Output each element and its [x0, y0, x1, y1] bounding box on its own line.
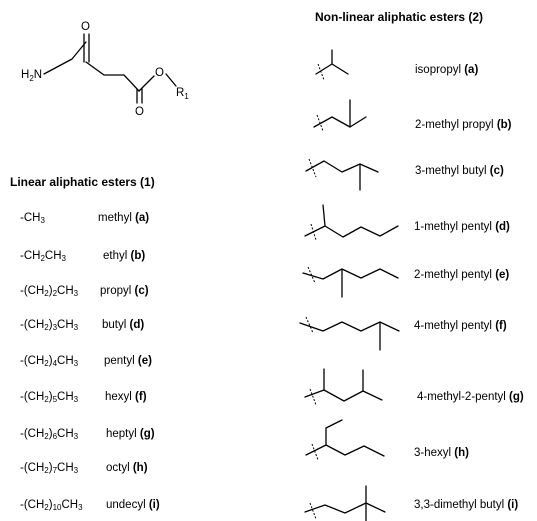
nonlinear-ester-code: (d)	[495, 221, 510, 233]
nonlinear-ester-code: (h)	[454, 447, 469, 459]
linear-ester-formula: -(CH2)6CH3	[20, 428, 79, 441]
amine-label: H2N	[21, 69, 42, 83]
linear-ester-name: octyl (h)	[106, 462, 148, 474]
nonlinear-ester-name: isopropyl	[415, 64, 465, 76]
nonlinear-ester-name: 3,3-dimethyl butyl	[414, 499, 508, 511]
ester-r-bond	[165, 73, 177, 87]
linear-ester-code: (f)	[135, 391, 147, 403]
structure-4-methyl-2-pentyl	[304, 368, 383, 406]
nonlinear-ester-label: 1-methyl pentyl (d)	[414, 221, 510, 233]
linear-ester-row: -(CH2)7CH3 octyl (h)	[20, 462, 148, 475]
linear-ester-name-text: undecyl	[106, 499, 149, 511]
linear-ester-code: (h)	[132, 462, 148, 474]
structure-4-methyl-pentyl	[299, 316, 400, 351]
structure-1-methyl-pentyl	[304, 204, 399, 241]
linear-ester-name: ethyl (b)	[103, 250, 145, 262]
linear-ester-name: butyl (d)	[102, 319, 144, 331]
nonlinear-ester-label: 3-hexyl (h)	[414, 447, 469, 459]
linear-ester-name-text: hexyl	[105, 391, 136, 403]
linear-ester-name-text: octyl	[106, 462, 133, 474]
nonlinear-ester-label: 2-methyl propyl (b)	[415, 119, 512, 131]
linear-ester-name-text: ethyl	[103, 250, 131, 262]
ketone-oxygen: O	[81, 21, 90, 33]
linear-ester-row: -(CH2)5CH3 hexyl (f)	[20, 391, 147, 404]
linear-ester-formula: -(CH2)5CH3	[20, 391, 79, 404]
linear-ester-row: -(CH2)4CH3 pentyl (e)	[20, 355, 152, 368]
linear-ester-name-text: heptyl	[106, 428, 140, 440]
linear-ester-formula: -(CH2)2CH3	[20, 285, 79, 298]
nonlinear-ester-code: (b)	[496, 119, 512, 131]
linear-ester-row: -CH2CH3 ethyl (b)	[20, 250, 145, 263]
linear-ester-formula: -(CH2)7CH3	[20, 462, 79, 475]
linear-ester-formula: -(CH2)3CH3	[20, 319, 79, 332]
ester-oxygen: O	[155, 67, 164, 79]
linear-ester-name-text: butyl	[102, 319, 130, 331]
nonlinear-ester-name: 3-methyl butyl	[415, 165, 490, 177]
nonlinear-ester-label: 2-methyl pentyl (e)	[414, 269, 509, 281]
structure-isopropyl	[315, 49, 349, 81]
nonlinear-ester-label: 3-methyl butyl (c)	[415, 165, 504, 177]
linear-ester-code: (i)	[148, 499, 160, 511]
nonlinear-ester-code: (e)	[495, 269, 510, 281]
nonlinear-ester-label: 4-methyl pentyl (f)	[414, 320, 507, 332]
ester-carbonyl-oxygen: O	[135, 106, 144, 118]
linear-ester-name: methyl (a)	[98, 212, 149, 224]
r-group-label: R1	[176, 87, 189, 101]
linear-ester-name: propyl (c)	[100, 285, 149, 297]
nonlinear-ester-name: 4-methyl pentyl	[414, 320, 496, 332]
nonlinear-ester-label: 4-methyl-2-pentyl (g)	[417, 391, 524, 403]
structure-2-methyl-pentyl	[302, 266, 399, 298]
linear-ester-name: heptyl (g)	[106, 428, 155, 440]
linear-ester-name-text: propyl	[100, 285, 135, 297]
nonlinear-ester-code: (c)	[489, 165, 504, 177]
linear-ester-formula: -CH2CH3	[20, 250, 66, 263]
chain-bond-1	[43, 41, 87, 75]
linear-ester-formula: -(CH2)10CH3	[20, 499, 83, 512]
nonlinear-ester-name: 3-hexyl	[414, 447, 455, 459]
nonlinear-ester-label: 3,3-dimethyl butyl (i)	[414, 499, 518, 511]
nonlinear-ester-code: (f)	[495, 320, 507, 332]
nonlinear-ester-label: isopropyl (a)	[415, 64, 478, 76]
ester-o-bond	[138, 75, 155, 92]
linear-ester-name: hexyl (f)	[105, 391, 147, 403]
linear-ester-code: (a)	[135, 212, 150, 224]
nonlinear-ester-name: 4-methyl-2-pentyl	[417, 391, 510, 403]
linear-ester-name-text: pentyl	[104, 355, 138, 367]
chain-bond-2	[85, 61, 140, 92]
linear-ester-formula: -CH3	[20, 212, 45, 225]
nonlinear-ester-code: (i)	[507, 499, 519, 511]
linear-esters-header: Linear aliphatic esters (1)	[10, 175, 155, 189]
linear-ester-name-text: methyl	[98, 212, 136, 224]
linear-ester-name: undecyl (i)	[106, 499, 160, 511]
structure-2-methyl-propyl	[313, 99, 367, 132]
nonlinear-ester-name: 2-methyl propyl	[415, 119, 497, 131]
linear-ester-row: -(CH2)3CH3 butyl (d)	[20, 319, 144, 332]
structure-3-methyl-butyl	[305, 158, 379, 191]
nonlinear-ester-name: 1-methyl pentyl	[414, 221, 496, 233]
linear-ester-row: -(CH2)10CH3 undecyl (i)	[20, 499, 160, 512]
linear-ester-code: (c)	[134, 285, 149, 297]
structure-3-3-dimethyl-butyl	[304, 485, 386, 521]
nonlinear-ester-code: (g)	[509, 391, 524, 403]
linear-ester-code: (e)	[137, 355, 152, 367]
nonlinear-esters-header: Non-linear aliphatic esters (2)	[315, 10, 484, 24]
linear-ester-row: -(CH2)6CH3 heptyl (g)	[20, 428, 155, 441]
structure-3-hexyl	[305, 419, 385, 461]
linear-ester-code: (d)	[129, 319, 145, 331]
nonlinear-ester-code: (a)	[464, 64, 479, 76]
linear-ester-row: -(CH2)2CH3 propyl (c)	[20, 285, 149, 298]
linear-ester-name: pentyl (e)	[104, 355, 152, 367]
nonlinear-ester-name: 2-methyl pentyl	[414, 269, 496, 281]
linear-ester-code: (g)	[139, 428, 155, 440]
linear-ester-row: -CH3 methyl (a)	[20, 212, 149, 225]
linear-ester-code: (b)	[130, 250, 146, 262]
linear-ester-formula: -(CH2)4CH3	[20, 355, 79, 368]
